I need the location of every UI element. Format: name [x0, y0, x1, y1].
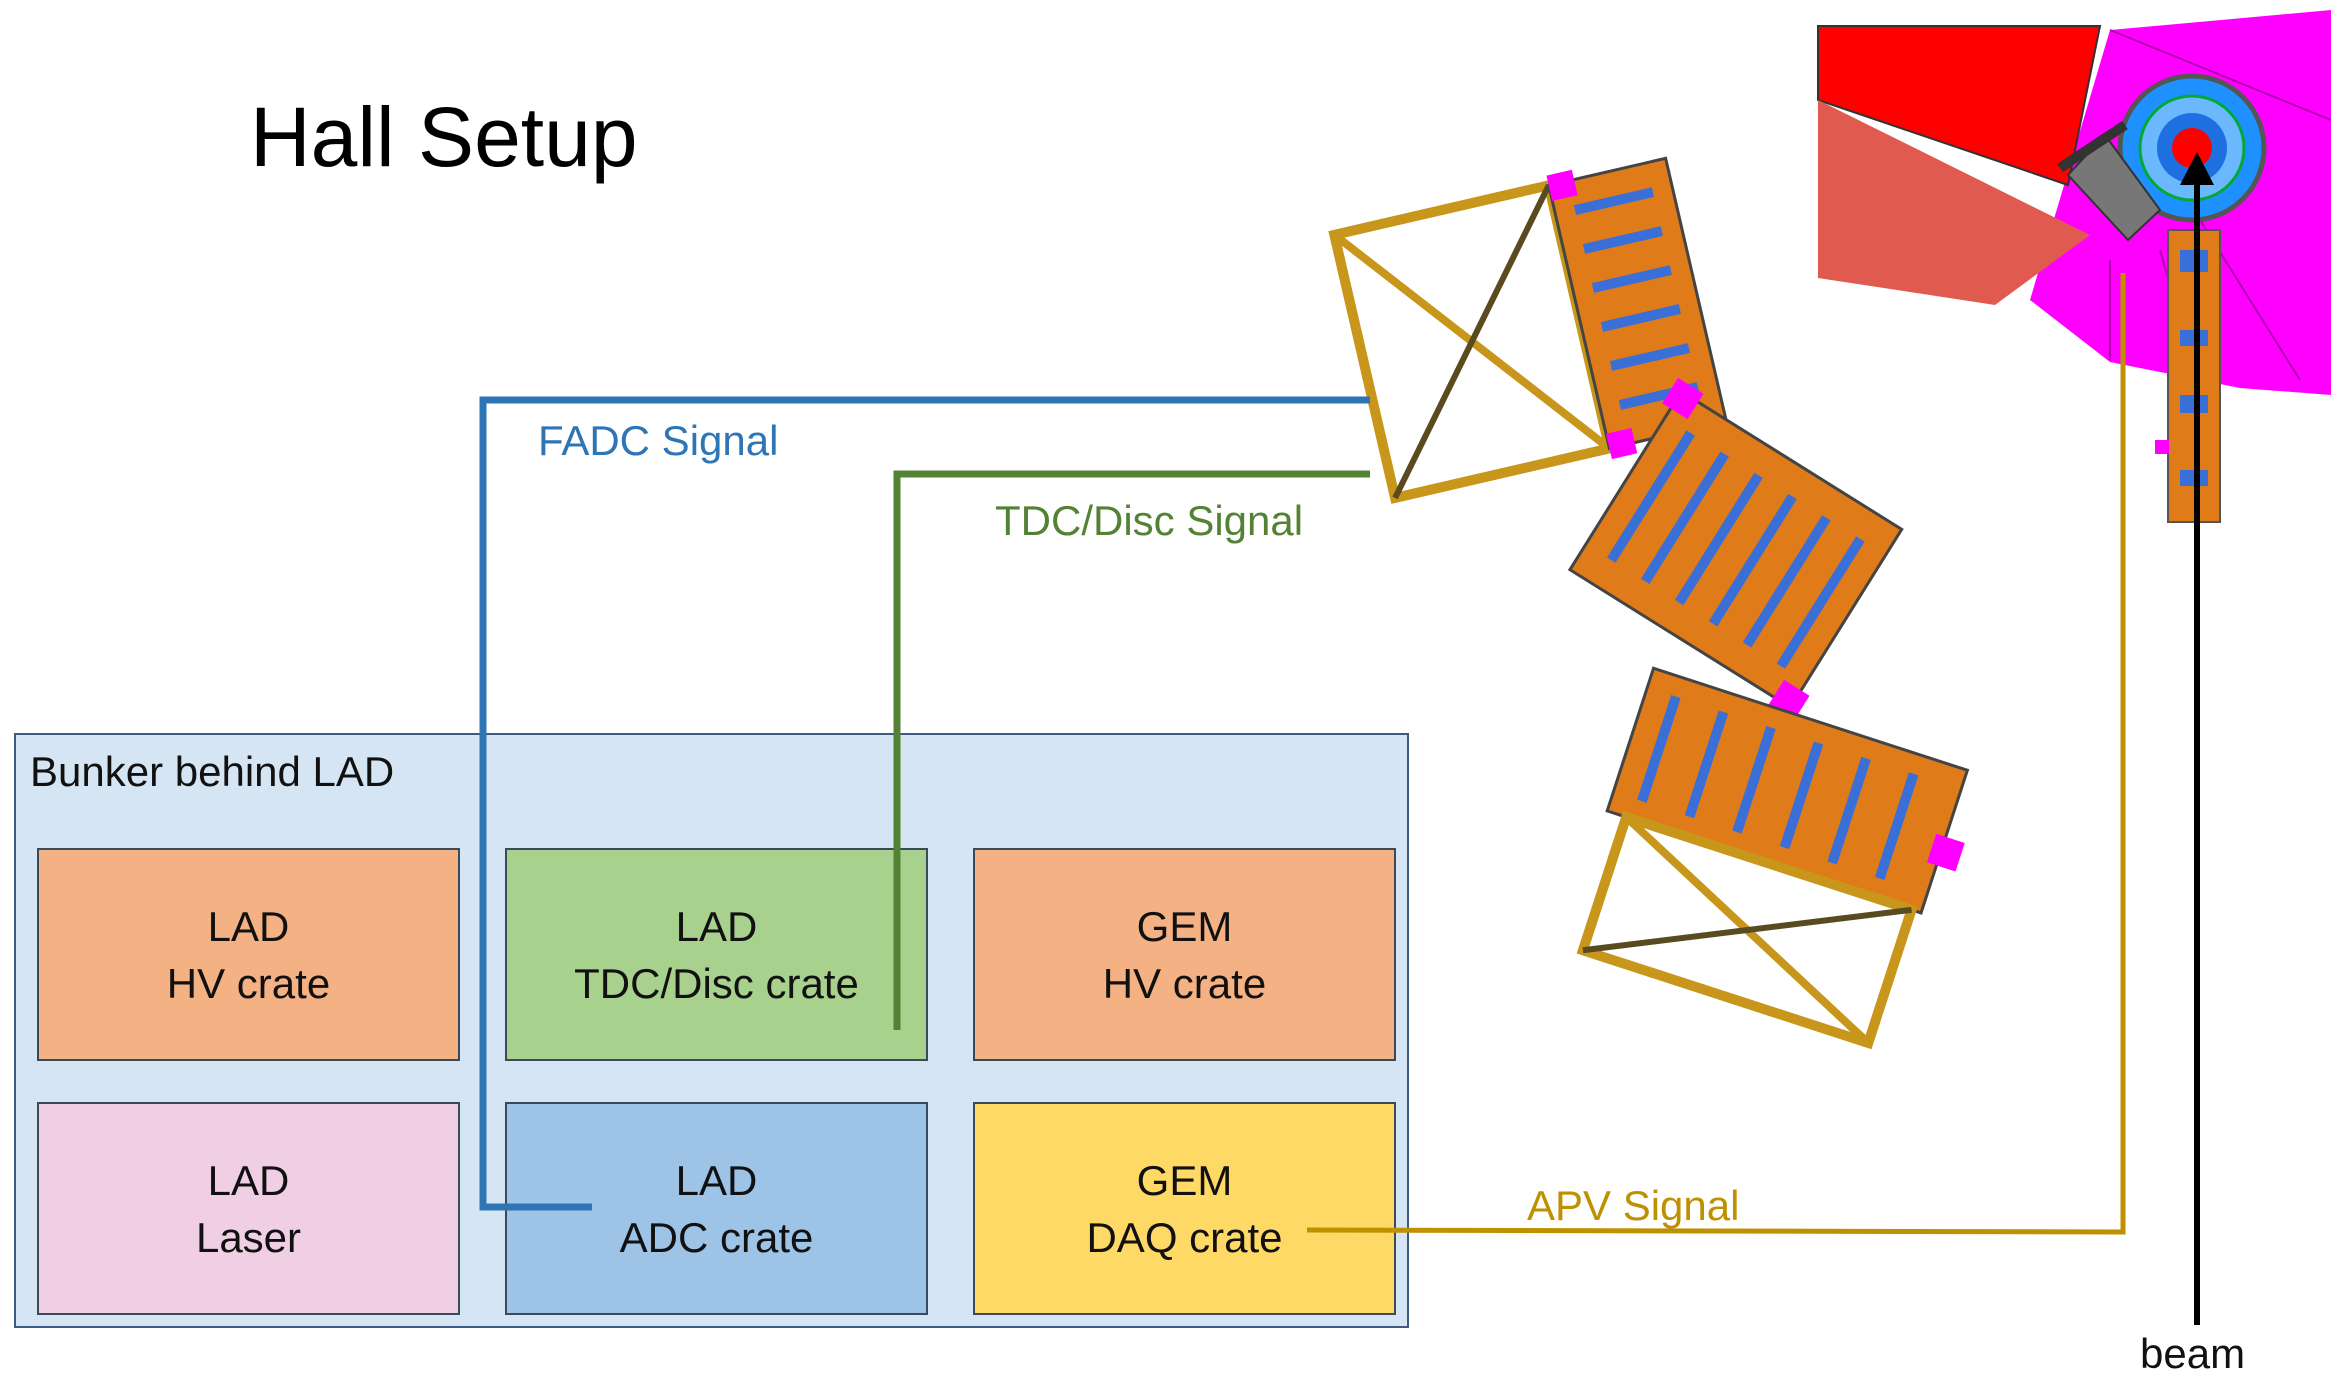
tdc-signal-line — [893, 470, 1370, 1030]
crate-line1: LAD — [675, 902, 758, 950]
fadc-signal-label: FADC Signal — [538, 417, 779, 464]
crate-line1: GEM — [1136, 902, 1233, 950]
gem-daq-crate: GEM DAQ crate — [973, 1102, 1396, 1315]
lad-frame-middle — [1567, 377, 1904, 722]
gem-hv-crate: GEM HV crate — [973, 848, 1396, 1061]
crate-line1: LAD — [675, 1156, 758, 1204]
beam-label: beam — [2140, 1330, 2246, 1377]
crate-line1: LAD — [207, 1156, 290, 1204]
spectrometer-assembly — [1817, 10, 2331, 523]
bunker-label: Bunker behind LAD — [30, 748, 395, 795]
apv-signal-line — [1306, 273, 2126, 1235]
lad-laser: LAD Laser — [37, 1102, 460, 1315]
lad-tdc-disc-crate: LAD TDC/Disc crate — [505, 848, 928, 1061]
crate-line2: TDC/Disc crate — [574, 959, 859, 1007]
lad-frame-bottom — [1576, 666, 1970, 1050]
page-title: Hall Setup — [250, 90, 638, 184]
apv-signal-label: APV Signal — [1527, 1182, 1740, 1229]
crate-line2: HV crate — [1102, 959, 1267, 1007]
crate-line2: HV crate — [166, 959, 331, 1007]
fadc-signal-line — [479, 396, 1370, 1211]
salmon-block — [1818, 100, 2090, 305]
tdc-signal-label: TDC/Disc Signal — [995, 497, 1304, 544]
lad-frame-top — [1328, 156, 1729, 504]
crate-line1: GEM — [1136, 1156, 1233, 1204]
crate-line2: DAQ crate — [1086, 1213, 1283, 1261]
red-block — [1817, 25, 2102, 187]
crate-line2: ADC crate — [619, 1213, 814, 1261]
crate-line1: LAD — [207, 902, 290, 950]
crate-line2: Laser — [195, 1213, 302, 1261]
lad-hv-crate: LAD HV crate — [37, 848, 460, 1061]
beam-arrow-head — [2180, 152, 2214, 185]
target-core — [2172, 128, 2212, 168]
